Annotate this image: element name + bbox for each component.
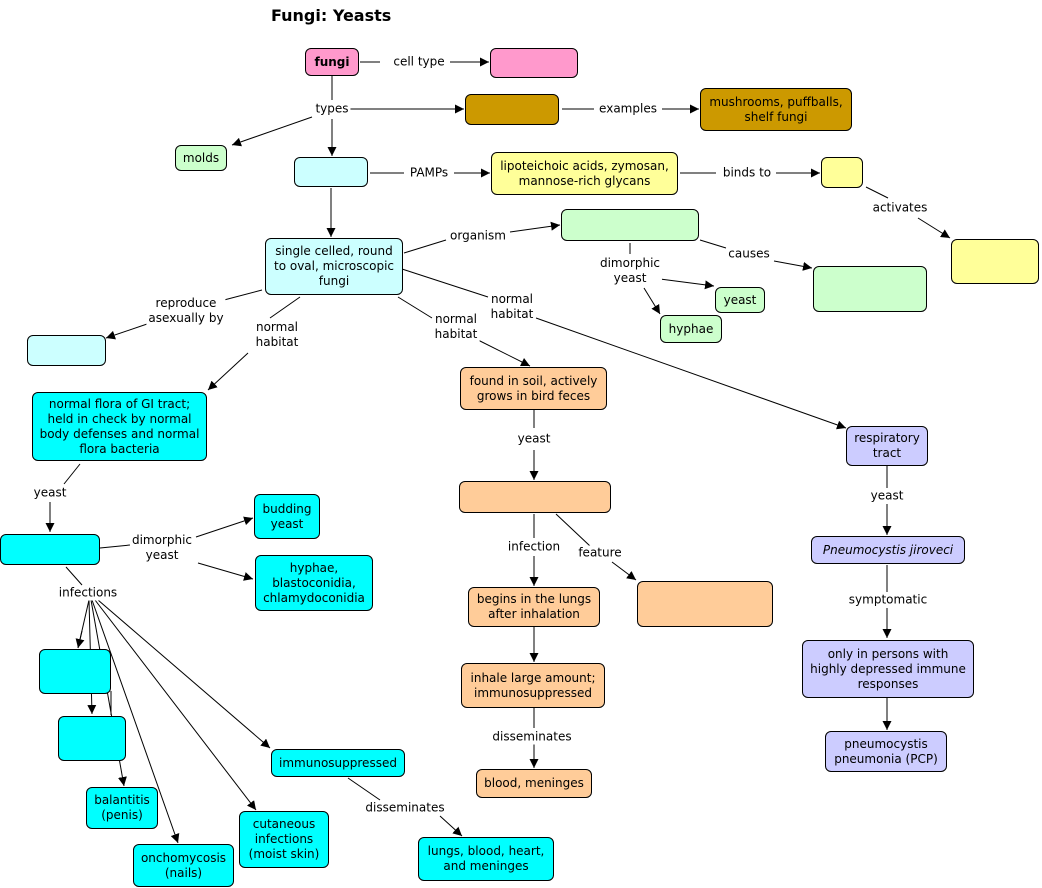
- page-title: Fungi: Yeasts: [271, 6, 392, 25]
- node-activates-blank: [951, 239, 1039, 284]
- node-infection1-blank: [39, 649, 111, 694]
- label-normal-habitat-1: normal habitat: [253, 320, 301, 350]
- node-organism-blank: [561, 209, 699, 241]
- node-immunosuppressed: immunosuppressed: [271, 749, 405, 777]
- node-pneumocystis: Pneumocystis jiroveci: [811, 536, 965, 564]
- label-normal-habitat-3: normal habitat: [488, 292, 536, 322]
- label-disseminates-2: disseminates: [490, 729, 574, 745]
- node-pcp: pneumocystis pneumonia (PCP): [825, 731, 947, 772]
- node-yeast-small: yeast: [715, 287, 765, 313]
- node-normal-flora: normal flora of GI tract; held in check …: [32, 392, 207, 461]
- label-infections: infections: [56, 585, 120, 601]
- node-binds-blank: [821, 157, 863, 188]
- node-molds: molds: [175, 145, 227, 171]
- label-pamps: PAMPs: [407, 165, 451, 181]
- label-dimorphic-yeast-2: dimorphic yeast: [129, 533, 195, 563]
- node-single-celled: single celled, round to oval, microscopi…: [265, 238, 403, 295]
- label-yeast-3: yeast: [868, 488, 906, 504]
- node-crypto-blank: [459, 481, 611, 513]
- node-infection2-blank: [58, 716, 126, 761]
- label-types: types: [313, 101, 351, 117]
- label-normal-habitat-2: normal habitat: [432, 312, 480, 342]
- node-soil: found in soil, actively grows in bird fe…: [460, 367, 607, 410]
- node-reproduce-blank: [27, 335, 106, 366]
- label-feature: feature: [576, 545, 624, 561]
- node-mushrooms: mushrooms, puffballs, shelf fungi: [700, 88, 852, 131]
- label-yeast-1: yeast: [31, 485, 69, 501]
- label-reproduce: reproduce asexually by: [146, 296, 226, 326]
- node-respiratory: respiratory tract: [846, 426, 928, 466]
- node-onchomycosis: onchomycosis (nails): [133, 844, 234, 887]
- node-candida-blank: [0, 534, 100, 565]
- node-budding-yeast: budding yeast: [254, 494, 320, 539]
- node-hyphae-small: hyphae: [660, 315, 722, 343]
- node-inhale: inhale large amount; immunosuppressed: [461, 663, 605, 708]
- label-symptomatic: symptomatic: [846, 592, 930, 608]
- node-types-blank: [465, 94, 559, 125]
- label-activates: activates: [870, 200, 930, 216]
- node-yeasts-blank: [294, 157, 368, 187]
- label-dimorphic-yeast-1: dimorphic yeast: [597, 256, 663, 286]
- label-yeast-2: yeast: [515, 431, 553, 447]
- node-cutaneous: cutaneous infections (moist skin): [239, 811, 329, 868]
- label-infection: infection: [505, 539, 563, 555]
- label-organism: organism: [448, 228, 508, 244]
- node-pamps-list: lipoteichoic acids, zymosan, mannose-ric…: [491, 152, 678, 195]
- label-binds-to: binds to: [720, 165, 774, 181]
- node-blood-meninges: blood, meninges: [476, 769, 592, 798]
- node-causes-blank: [813, 266, 927, 312]
- node-hyphae-blasto: hyphae, blastoconidia, chlamydoconidia: [255, 555, 373, 611]
- node-lungs-blood: lungs, blood, heart, and meninges: [418, 837, 554, 881]
- node-only-persons: only in persons with highly depressed im…: [802, 640, 974, 698]
- node-balantitis: balantitis (penis): [86, 787, 158, 829]
- label-examples: examples: [597, 101, 659, 117]
- label-disseminates-1: disseminates: [363, 800, 447, 816]
- node-cell-type-blank: [490, 48, 578, 78]
- node-feature-blank: [637, 581, 773, 627]
- node-fungi: fungi: [305, 48, 359, 76]
- label-cell-type: cell type: [391, 54, 447, 70]
- node-begins-lungs: begins in the lungs after inhalation: [468, 587, 600, 627]
- label-causes: causes: [726, 246, 772, 262]
